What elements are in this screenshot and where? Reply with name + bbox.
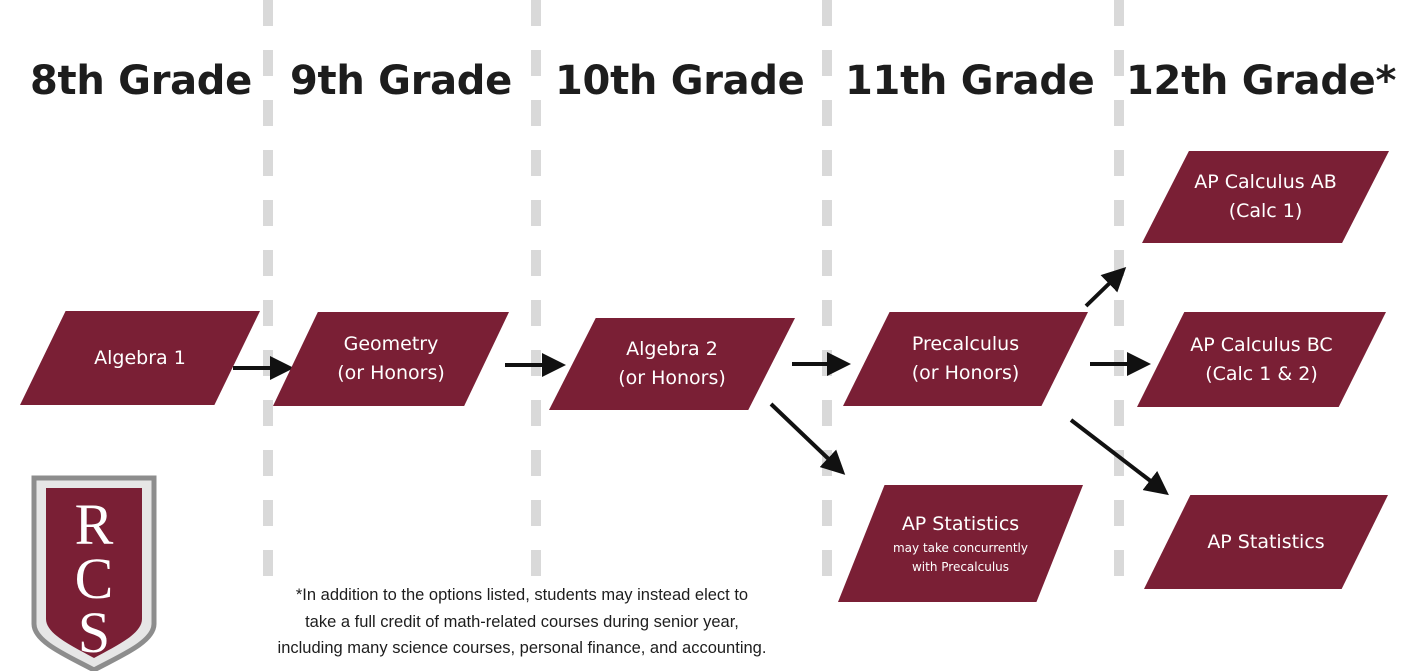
footnote-line: including many science courses, personal…	[277, 639, 767, 657]
course-ap-statistics-12th: AP Statistics	[1144, 495, 1388, 589]
course-title: AP Statistics	[901, 513, 1020, 535]
svg-text:S: S	[78, 600, 110, 665]
course-ap-statistics-11th: AP Statistics may take concurrently with…	[838, 485, 1083, 602]
grade-heading-12th: 12th Grade*	[1126, 58, 1397, 104]
course-geometry: Geometry (or Honors)	[273, 312, 509, 406]
grade-heading-9th: 9th Grade	[290, 58, 512, 104]
grade-heading-10th: 10th Grade	[555, 58, 805, 104]
course-title: AP Statistics	[1207, 530, 1325, 553]
arrow-precalculus-to-calc-ab	[1084, 267, 1127, 308]
grade-heading-8th: 8th Grade	[30, 58, 252, 104]
rcs-shield-logo: R C S	[31, 475, 157, 671]
course-title: Precalculus	[911, 333, 1020, 355]
course-ap-calculus-ab: AP Calculus AB (Calc 1)	[1142, 151, 1389, 243]
column-divider	[263, 0, 273, 600]
arrow-precalculus-to-ap-statistics	[1069, 418, 1169, 496]
course-note: with Precalculus	[911, 560, 1010, 574]
course-title: Algebra 1	[94, 346, 186, 369]
course-note: may take concurrently	[892, 541, 1028, 555]
column-divider	[1114, 0, 1124, 600]
footnote-line: *In addition to the options listed, stud…	[295, 586, 749, 604]
grade-heading-11th: 11th Grade	[845, 58, 1095, 104]
course-algebra-2: Algebra 2 (or Honors)	[549, 318, 795, 410]
course-title: Geometry	[343, 333, 439, 355]
course-subtitle: (or Honors)	[618, 367, 726, 389]
column-divider	[531, 0, 541, 600]
arrow-algebra2-to-ap-statistics	[769, 402, 846, 475]
course-title: AP Calculus BC	[1190, 333, 1333, 356]
footnote-line: take a full credit of math-related cours…	[305, 612, 739, 631]
course-precalculus: Precalculus (or Honors)	[843, 312, 1088, 406]
column-divider	[822, 0, 832, 600]
svg-text:C: C	[75, 546, 114, 611]
course-title: Algebra 2	[626, 338, 718, 360]
svg-text:R: R	[75, 492, 114, 557]
course-title: AP Calculus AB	[1194, 171, 1337, 193]
course-ap-calculus-bc: AP Calculus BC (Calc 1 & 2)	[1137, 312, 1386, 407]
footnote: *In addition to the options listed, stud…	[232, 582, 812, 662]
course-subtitle: (or Honors)	[337, 362, 445, 384]
course-algebra-1: Algebra 1	[20, 311, 260, 405]
course-subtitle: (Calc 1 & 2)	[1205, 362, 1318, 385]
course-subtitle: (Calc 1)	[1228, 200, 1303, 222]
course-subtitle: (or Honors)	[911, 362, 1020, 384]
